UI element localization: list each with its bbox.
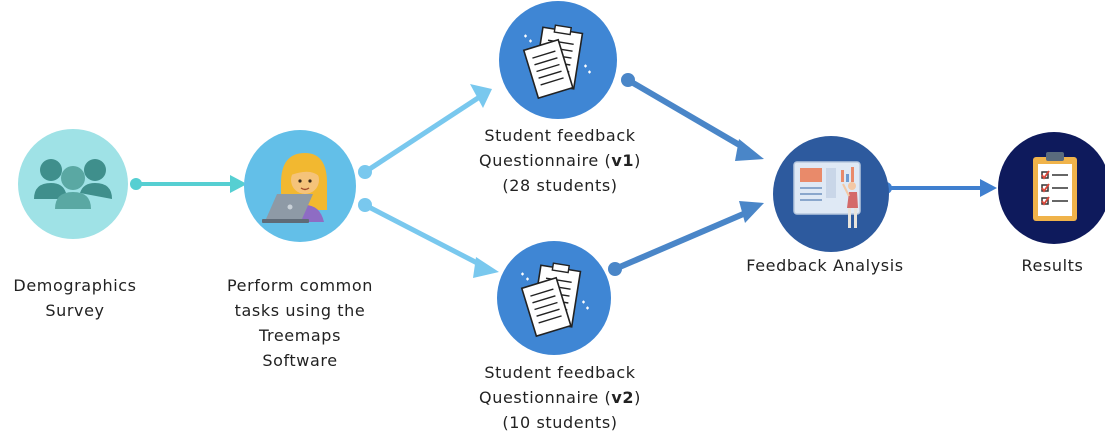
arrow-tasks-to-questionnaire-v2	[358, 198, 499, 278]
questionnaire-v1-label-line-2: Questionnaire (v1)	[455, 148, 665, 173]
questionnaire-v1-label-line-1: Student feedback	[484, 126, 636, 145]
results-label: Results	[1021, 256, 1084, 275]
documents-icon	[522, 24, 591, 100]
questionnaire-v1-suffix: )	[634, 151, 641, 170]
node-demographics	[18, 129, 128, 239]
feedback-analysis-label: Feedback Analysis	[746, 256, 904, 275]
questionnaire-v1-label: Student feedback Questionnaire (v1) (28 …	[455, 123, 665, 198]
questionnaire-v2-label-line-2: Questionnaire (v2)	[455, 385, 665, 410]
node-tasks	[244, 130, 356, 242]
tasks-label-line-1: Perform common	[227, 276, 373, 295]
arrow-demographics-to-tasks	[130, 175, 247, 193]
arrow-questionnaire-v1-to-analysis	[621, 73, 764, 161]
woman-laptop-icon	[262, 153, 327, 223]
arrow-analysis-to-results	[880, 179, 997, 197]
arrow-questionnaire-v2-to-analysis	[608, 201, 764, 276]
node-feedback-analysis	[773, 136, 889, 252]
tasks-label-line-2: tasks using the	[234, 301, 366, 320]
questionnaire-v2-prefix: Questionnaire (	[479, 388, 612, 407]
node-results	[998, 132, 1105, 244]
demographics-label: Demographics Survey	[0, 273, 150, 323]
tasks-label: Perform common tasks using the Treemaps …	[200, 273, 400, 373]
documents-icon	[520, 262, 589, 338]
node-questionnaire-v2	[497, 241, 611, 355]
demographics-label-line-1: Demographics	[13, 276, 137, 295]
questionnaire-v2-suffix: )	[634, 388, 641, 407]
demographics-label-line-2: Survey	[45, 301, 105, 320]
clipboard-checklist-icon	[1033, 152, 1077, 221]
tasks-label-line-3: Treemaps	[258, 326, 342, 345]
questionnaire-v2-label-line-3: (10 students)	[502, 413, 618, 432]
questionnaire-v2-label: Student feedback Questionnaire (v2) (10 …	[455, 360, 665, 435]
analyst-dashboard-icon	[793, 161, 861, 228]
questionnaire-v2-label-line-1: Student feedback	[484, 363, 636, 382]
questionnaire-v1-label-line-3: (28 students)	[502, 176, 618, 195]
questionnaire-v2-version: v2	[611, 388, 635, 407]
questionnaire-v1-prefix: Questionnaire (	[479, 151, 612, 170]
people-group-icon	[34, 159, 112, 209]
questionnaire-v1-version: v1	[611, 151, 635, 170]
arrow-tasks-to-questionnaire-v1	[358, 84, 492, 179]
node-questionnaire-v1	[499, 1, 617, 119]
tasks-label-line-4: Software	[262, 351, 338, 370]
